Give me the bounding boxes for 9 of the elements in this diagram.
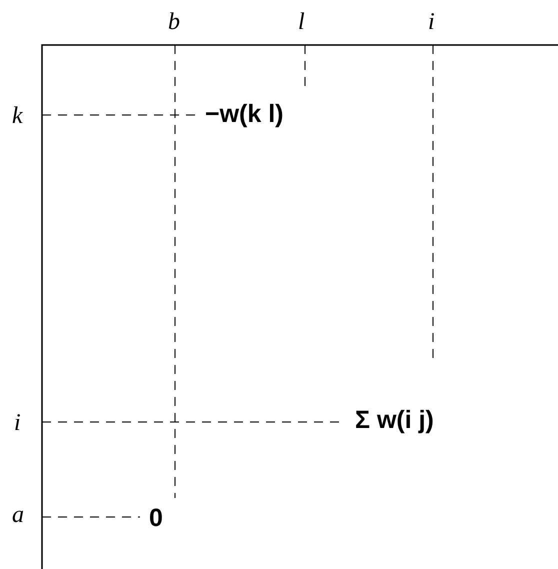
row-label: k	[12, 104, 23, 128]
row-label: a	[12, 503, 24, 527]
matrix-entry: 0	[149, 506, 163, 531]
column-label: l	[298, 10, 305, 34]
matrix-entry: Σ w(i j)	[355, 408, 434, 433]
column-label: b	[168, 10, 180, 34]
matrix-entry: −w(k l)	[205, 102, 284, 127]
row-label: i	[14, 411, 21, 435]
column-label: i	[428, 10, 435, 34]
